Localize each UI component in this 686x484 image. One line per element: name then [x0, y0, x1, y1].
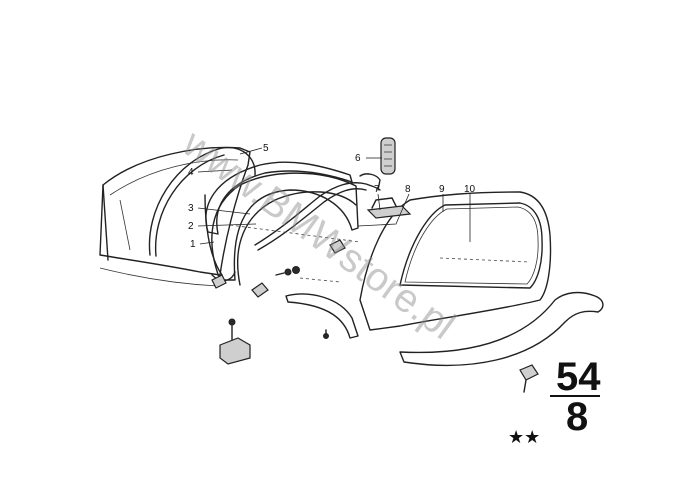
group-number-bottom: 8: [566, 395, 588, 439]
car-body: [99, 146, 251, 287]
callout-9: 9: [439, 184, 445, 195]
lock-striker: [219, 318, 251, 365]
callout-8: 8: [405, 184, 411, 195]
retaining-clip: [519, 364, 539, 393]
callout-7: 7: [374, 184, 380, 195]
group-number: 54 8: [550, 355, 601, 439]
callout-10: 10: [464, 184, 476, 195]
callout-3: 3: [188, 203, 194, 214]
seal-strip-rear: [399, 291, 604, 367]
fasteners: [211, 239, 346, 339]
callout-6: 6: [355, 153, 361, 164]
locking-pin: [380, 137, 396, 175]
side-seal-strip: [285, 293, 359, 339]
cross-bar: [254, 173, 381, 251]
callout-2: 2: [188, 221, 194, 232]
stars-mark: ★★: [508, 427, 540, 448]
reference-lines: [229, 224, 361, 283]
callout-1: 1: [190, 239, 196, 250]
callout-labels: 1 2 3 4 5 6 7 8 9 10: [188, 143, 476, 250]
leader-lines: [197, 147, 471, 245]
hinge-bracket: [366, 197, 412, 219]
callout-5: 5: [263, 143, 269, 154]
group-number-top: 54: [556, 355, 601, 399]
callout-4: 4: [188, 167, 194, 178]
